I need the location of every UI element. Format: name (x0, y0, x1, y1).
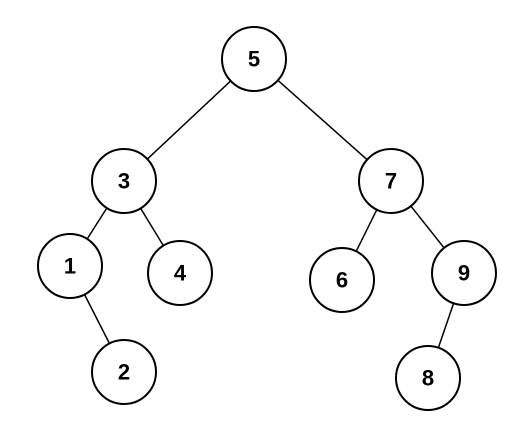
node-circle (91, 148, 157, 214)
node-label: 2 (118, 360, 130, 385)
node-circle (358, 148, 424, 214)
tree-edge-7-6 (355, 209, 378, 252)
tree-node-6: 6 (309, 247, 375, 313)
tree-node-2: 2 (91, 339, 157, 405)
tree-edges (83, 79, 455, 348)
tree-edge-3-4 (139, 207, 165, 247)
tree-node-8: 8 (395, 345, 461, 411)
node-circle (309, 247, 375, 313)
node-label: 3 (118, 169, 130, 194)
tree-edge-5-7 (277, 79, 368, 161)
tree-node-5: 5 (221, 26, 287, 92)
node-label: 6 (336, 268, 348, 293)
node-circle (431, 240, 497, 306)
tree-edge-9-8 (437, 303, 455, 348)
tree-node-3: 3 (91, 148, 157, 214)
node-label: 7 (385, 169, 397, 194)
node-label: 4 (174, 261, 187, 286)
tree-edge-5-3 (146, 80, 232, 160)
node-circle (395, 345, 461, 411)
tree-edge-3-1 (86, 207, 108, 240)
node-circle (147, 240, 213, 306)
tree-node-1: 1 (37, 233, 103, 299)
tree-node-9: 9 (431, 240, 497, 306)
node-circle (91, 339, 157, 405)
tree-edge-7-9 (410, 205, 445, 249)
tree-node-4: 4 (147, 240, 213, 306)
node-label: 1 (64, 254, 76, 279)
tree-edge-1-2 (83, 294, 111, 344)
tree-node-7: 7 (358, 148, 424, 214)
tree-nodes: 5 3 7 1 4 6 9 2 (37, 26, 497, 411)
node-label: 9 (458, 261, 470, 286)
node-circle (221, 26, 287, 92)
node-label: 8 (422, 366, 434, 391)
node-circle (37, 233, 103, 299)
node-label: 5 (248, 47, 260, 72)
